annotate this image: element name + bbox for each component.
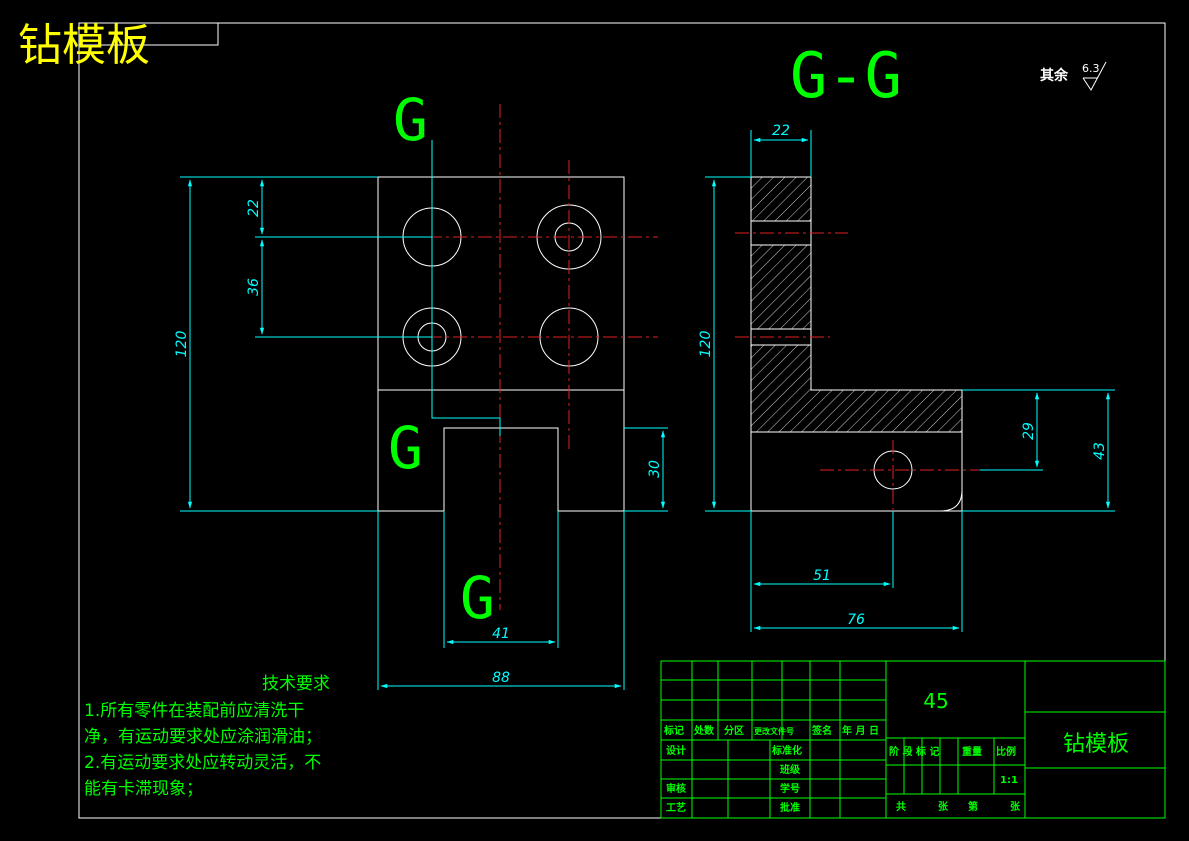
- tb-standardize: 标准化: [771, 744, 802, 757]
- surface-finish-prefix: 其余: [1040, 67, 1069, 84]
- section-label-bottom: G: [460, 564, 495, 632]
- tb-header-change-doc: 更改文件号: [754, 726, 794, 736]
- tb-process: 工艺: [666, 801, 686, 814]
- tb-review: 审核: [666, 782, 686, 795]
- surface-finish-value: 6.3: [1082, 62, 1100, 75]
- tb-stage-mark: 阶 段 标 记: [889, 745, 939, 758]
- tech-req-line-1: 1.所有零件在装配前应清洗干: [84, 701, 304, 721]
- tb-header-mark: 标记: [663, 724, 684, 737]
- section-label-mid: G: [388, 414, 423, 482]
- dim-front-120: 120: [174, 331, 190, 358]
- tb-scale-value: 1:1: [1000, 775, 1018, 786]
- dim-side-43: 43: [1092, 442, 1108, 460]
- tb-design: 设计: [666, 744, 686, 757]
- tb-class: 班级: [780, 763, 801, 776]
- dim-front-30: 30: [647, 460, 663, 478]
- dim-front-22: 22: [246, 199, 262, 217]
- tb-approve: 批准: [780, 801, 800, 814]
- tb-sheet-total: 共: [896, 800, 906, 813]
- section-view: [705, 130, 1115, 632]
- dim-side-51: 51: [813, 568, 831, 584]
- tb-student-no: 学号: [780, 782, 800, 795]
- tech-req-line-4: 能有卡滞现象；: [84, 779, 203, 799]
- tb-header-sign: 签名: [811, 724, 832, 737]
- tb-sheet-unit-2: 张: [1010, 800, 1021, 813]
- title-block-grid: [660, 660, 1166, 819]
- roughness-symbol: [1082, 61, 1107, 91]
- tech-req-line-3: 2.有运动要求处应转动灵活，不: [84, 753, 321, 773]
- tb-header-date: 年 月 日: [842, 724, 879, 737]
- tb-header-zone: 分区: [724, 724, 744, 737]
- section-title: G-G: [790, 39, 902, 112]
- dim-front-41: 41: [492, 626, 510, 642]
- part-name: 钻模板: [1063, 732, 1129, 757]
- tb-scale-label: 比例: [996, 745, 1016, 758]
- section-label-top: G: [393, 86, 428, 154]
- dim-side-22: 22: [772, 123, 790, 139]
- tb-sheet-index: 第: [968, 800, 978, 813]
- dim-side-29: 29: [1021, 422, 1037, 440]
- dim-side-76: 76: [847, 612, 865, 628]
- tech-req-heading: 技术要求: [262, 674, 330, 694]
- dim-front-88: 88: [492, 670, 510, 686]
- tech-req-line-2: 净，有运动要求处应涂润滑油；: [84, 727, 322, 747]
- corner-title: 钻模板: [18, 20, 150, 71]
- tb-sheet-unit-1: 张: [938, 800, 949, 813]
- dim-side-120: 120: [698, 331, 714, 358]
- tb-header-count: 处数: [693, 724, 715, 737]
- drawing-border: [78, 22, 1166, 819]
- front-view: [180, 104, 668, 690]
- material-value: 45: [923, 689, 948, 713]
- title-tab-box: [78, 22, 219, 46]
- dim-front-36: 36: [246, 278, 262, 296]
- tb-weight: 重量: [962, 745, 982, 758]
